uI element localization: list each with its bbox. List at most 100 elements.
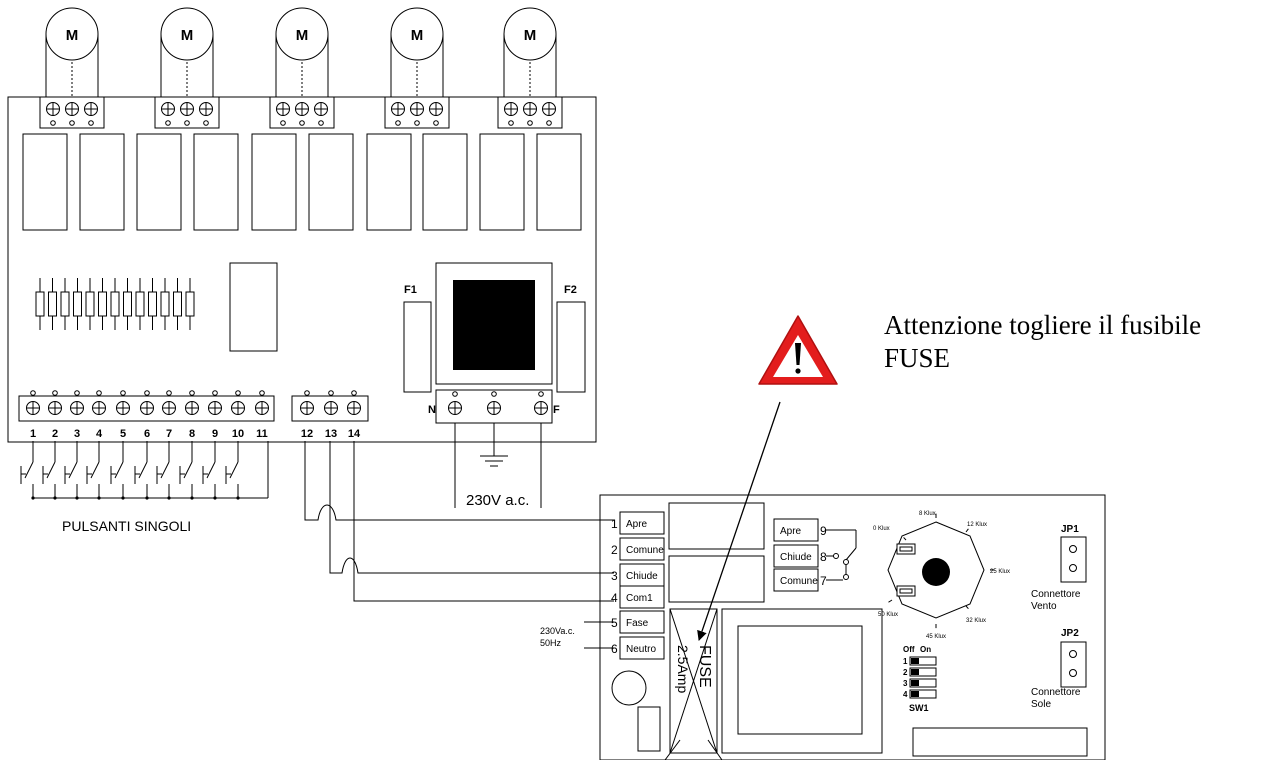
terminal-screw — [324, 401, 338, 415]
control-relay-terminal-label: Apre — [780, 526, 802, 537]
terminal-number: 8 — [189, 428, 195, 440]
terminal-5: 5 — [116, 390, 130, 440]
mains-terminal-screw — [448, 401, 462, 415]
control-terminal-number: 1 — [611, 517, 618, 531]
push-button-10 — [225, 441, 240, 500]
supply-voltage-label: 230Va.c. — [540, 626, 575, 636]
terminal-4: 4 — [92, 390, 106, 440]
relay-8 — [422, 133, 468, 231]
control-board — [599, 494, 1106, 760]
motor-label: M — [181, 27, 194, 44]
motor-label: M — [296, 27, 309, 44]
relay-9 — [479, 133, 525, 231]
control-transformer — [721, 608, 883, 754]
terminal-number: 1 — [30, 428, 36, 440]
relay-7 — [366, 133, 412, 231]
phase-label: F — [553, 404, 560, 416]
control-terminal-label: Comune — [626, 545, 664, 556]
terminal-screw — [116, 401, 130, 415]
fuse-label-f1: F1 — [404, 284, 417, 296]
terminal-8: 8 — [185, 390, 199, 440]
relay-5 — [251, 133, 297, 231]
wind-connector-label: Connettore — [1031, 589, 1081, 600]
terminal-number: 9 — [212, 428, 218, 440]
relay-3 — [136, 133, 182, 231]
transformer-core — [453, 280, 535, 370]
jumper-jp2-label: JP2 — [1061, 628, 1079, 639]
jumper-jp2 — [1060, 641, 1087, 688]
fuse-holder-f2 — [556, 301, 586, 393]
sun-connector-label: Connettore — [1031, 687, 1081, 698]
mains-terminal-screw — [534, 401, 548, 415]
relay-contacts — [826, 529, 857, 581]
fuse-label: FUSE — [696, 645, 713, 688]
terminal-6: 6 — [140, 390, 154, 440]
terminal-number: 3 — [74, 428, 80, 440]
input-terminal-block — [18, 395, 275, 422]
warning-icon — [758, 315, 838, 385]
motor-terminal-screw — [65, 102, 79, 116]
terminal-7: 7 — [162, 390, 176, 440]
control-relay-terminal-number: 9 — [820, 524, 827, 538]
terminal-screw — [26, 401, 40, 415]
motor-terminal-screw — [295, 102, 309, 116]
terminal-screw — [231, 401, 245, 415]
dial-label: 50 Klux — [878, 612, 898, 618]
wind-connector-label-2: Vento — [1031, 601, 1057, 612]
terminal-11: 11 — [255, 390, 269, 440]
warning-note-line-2: FUSE — [884, 343, 951, 373]
fuse — [669, 608, 718, 754]
motor-terminal-screw — [180, 102, 194, 116]
dip-switch-number: 2 — [903, 668, 908, 677]
motor-terminal-screw — [523, 102, 537, 116]
motor-label: M — [524, 27, 537, 44]
motor-terminal-screw — [84, 102, 98, 116]
control-terminal-label: Fase — [626, 618, 649, 629]
jumper-jp1-label: JP1 — [1061, 524, 1079, 535]
terminal-1: 1 — [26, 390, 40, 440]
warning-arrow — [697, 401, 781, 641]
dial-label: 0 Klux — [873, 526, 890, 532]
motor-terminal-screw — [542, 102, 556, 116]
dial-label: 45 Klux — [926, 634, 946, 640]
motor-terminal-screw — [429, 102, 443, 116]
terminal-2: 2 — [48, 390, 62, 440]
terminal-number: 7 — [166, 428, 172, 440]
terminal-number: 2 — [52, 428, 58, 440]
motor-3: M — [269, 7, 335, 129]
main-board-chip — [229, 262, 278, 352]
control-relay-2 — [668, 555, 765, 603]
terminal-screw — [48, 401, 62, 415]
push-button-6 — [134, 441, 149, 500]
terminal-screw — [140, 401, 154, 415]
terminal-screw — [347, 401, 361, 415]
control-relay-terminal-number: 7 — [820, 574, 827, 588]
relay-10 — [536, 133, 582, 231]
relay-2 — [79, 133, 125, 231]
neutral-label: N — [428, 404, 436, 416]
relay-1 — [22, 133, 68, 231]
jumper-jp1-pin — [1069, 564, 1077, 572]
terminal-12: 12 — [300, 390, 314, 440]
terminal-screw — [185, 401, 199, 415]
terminal-screw — [70, 401, 84, 415]
control-display-strip — [912, 727, 1088, 757]
control-terminal-number: 6 — [611, 642, 618, 656]
push-button-7 — [156, 441, 171, 500]
motor-terminal-block — [291, 395, 369, 422]
control-relay-1 — [668, 502, 765, 550]
main-board — [7, 96, 597, 443]
push-button-8 — [179, 441, 194, 500]
control-relay-terminal-9: Apre 9 — [773, 518, 827, 542]
dial-label: 32 Klux — [966, 618, 986, 624]
control-terminal-number: 5 — [611, 616, 618, 630]
terminal-14: 14 — [347, 390, 361, 440]
motor-2: M — [154, 7, 220, 129]
